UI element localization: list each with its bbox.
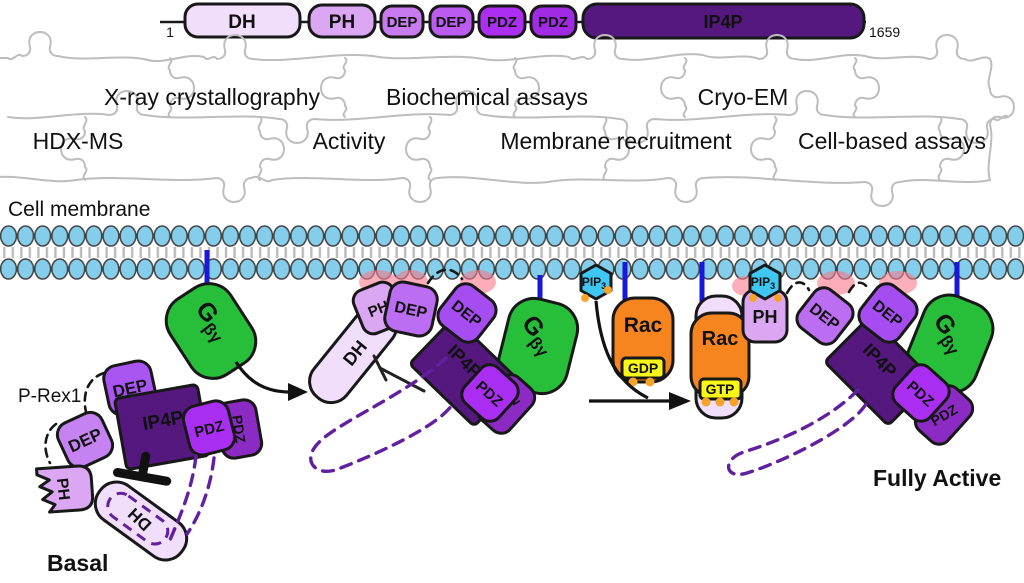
bar-pdz2-label: PDZ	[538, 14, 568, 31]
rac-gtp: Rac GTP	[689, 311, 751, 407]
cell-membrane: Cell membrane	[0, 198, 1024, 280]
linker-dep-dep	[847, 281, 870, 294]
rac-gdp: Rac GDP	[611, 296, 675, 387]
lipid-heads-top	[0, 225, 1024, 247]
puzzle-cut	[750, 116, 778, 181]
pip3-hexagon	[579, 263, 613, 301]
activation-arrow-1-head	[288, 383, 308, 401]
bar-dep2-label: DEP	[436, 14, 467, 31]
rac-label: Rac	[624, 314, 663, 337]
intermediate-state: DH PH DEP Gβγ IP4P DEP PDZ	[308, 268, 580, 473]
pip3-phosphate	[581, 294, 589, 302]
end-residue: 1659	[869, 24, 900, 40]
puzzle-cut	[602, 116, 630, 181]
lipid-heads-bottom	[0, 258, 1024, 280]
bar-ip4p-domain	[581, 2, 866, 40]
pip3-label: PIP3	[751, 275, 775, 291]
bar-ph-label: PH	[329, 12, 355, 33]
active-state: Rac GTP PH PIP3 DEP Gβγ IP4P	[689, 262, 1001, 491]
active-ph-domain: PH	[741, 288, 789, 344]
svg-text:DEP: DEP	[393, 299, 429, 323]
puzzle-mid-cut	[7, 90, 1009, 144]
technique-activity: Activity	[313, 128, 386, 154]
fully-active-label: Fully Active	[873, 465, 1001, 491]
puzzle-cut	[937, 116, 965, 181]
pip3-hexagon	[748, 263, 782, 301]
technique-biochem: Biochemical assays	[386, 84, 588, 110]
gdp-box	[620, 356, 666, 380]
bar-pdz1-label: PDZ	[487, 14, 517, 31]
gbetagamma-basal	[164, 282, 258, 380]
bar-dh-label: DH	[228, 12, 255, 33]
pip3-phosphate	[749, 294, 757, 302]
puzzle-cut	[852, 57, 880, 118]
basal-state: Gβγ P-Rex1 DEP DEP IP4P PDZ PDZ	[18, 250, 308, 576]
linker-ph-dep	[785, 281, 811, 295]
basal-ph-domain: PH	[35, 464, 95, 514]
rac-label: Rac	[702, 328, 739, 350]
basal-dep2-domain: DEP	[55, 410, 115, 470]
puzzle-cut	[60, 116, 88, 181]
inter-dep1-domain: DEP	[383, 280, 439, 338]
membrane-label: Cell membrane	[8, 198, 150, 221]
pip3-curve	[594, 300, 649, 400]
dh-disordered-outline	[106, 491, 170, 546]
active-dep2-domain: DEP	[857, 282, 919, 344]
bar-ph-domain	[307, 3, 377, 39]
pip3-phosphate	[604, 286, 612, 294]
activation-arrow-2-head	[669, 392, 691, 410]
domain-architecture-bar: 1 1659 DH PH DEP DEP PDZ PDZ IP4P	[160, 2, 900, 40]
catalysis-group: PIP3 Rac GDP	[579, 262, 691, 410]
lipid-tails	[0, 247, 1024, 258]
gdp-label: GDP	[628, 360, 658, 376]
disordered-loop	[726, 388, 868, 477]
linker-dep-dep	[426, 268, 464, 285]
puzzle-cut	[257, 116, 285, 181]
puzzle-cut	[660, 57, 688, 118]
basal-ip4p-domain: IP4P	[113, 383, 211, 471]
disordered-loop	[309, 356, 454, 473]
bar-dep1-domain	[379, 4, 425, 39]
puzzle-cut	[320, 57, 348, 118]
svg-text:PH: PH	[53, 477, 72, 501]
inter-dep2-domain: DEP	[436, 282, 498, 344]
svg-text:PDZ: PDZ	[193, 418, 226, 442]
technique-cryoem: Cryo-EM	[698, 84, 789, 110]
svg-text:PH: PH	[752, 307, 777, 327]
linker-dep-dep	[83, 371, 106, 414]
weak-inhibition-tbar	[372, 354, 426, 393]
inhibition-tbar	[112, 451, 172, 486]
linker-dep-ph	[44, 422, 58, 465]
basal-dh-domain: DH	[93, 480, 189, 562]
linker-loop-b	[185, 456, 216, 536]
puzzle-cut	[167, 57, 195, 118]
inter-pdz1-domain: PDZ	[460, 363, 520, 423]
pip3-phosphate	[774, 294, 782, 302]
prex1-label: P-Rex1	[18, 386, 81, 407]
basal-pdz1-domain: PDZ	[181, 399, 237, 457]
active-pdz1-domain: PDZ	[891, 363, 951, 423]
bar-dep2-domain	[428, 4, 475, 39]
puzzle-cut	[512, 57, 540, 118]
basal-label: Basal	[47, 550, 108, 576]
technique-membrane-recruitment: Membrane recruitment	[500, 128, 732, 154]
technique-xray: X-ray crystallography	[104, 84, 321, 110]
activation-arrow-1	[234, 361, 291, 394]
puzzle-cut	[405, 116, 433, 181]
puzzle-band: X-ray crystallography Biochemical assays…	[0, 31, 1015, 207]
pip3-label: PIP3	[582, 275, 606, 291]
bar-pdz2-domain	[529, 4, 578, 39]
gtp-label: GTP	[706, 381, 735, 397]
linker-loop-a	[168, 454, 198, 542]
bar-ip4p-label: IP4P	[703, 12, 742, 32]
active-dep1-domain: DEP	[795, 286, 855, 346]
technique-cellbased: Cell-based assays	[798, 128, 986, 154]
puzzle-outline	[0, 31, 1015, 207]
bar-pdz1-domain	[477, 4, 527, 39]
start-residue: 1	[166, 24, 174, 40]
technique-hdxms: HDX-MS	[33, 128, 124, 154]
bar-dep1-label: DEP	[387, 14, 418, 31]
